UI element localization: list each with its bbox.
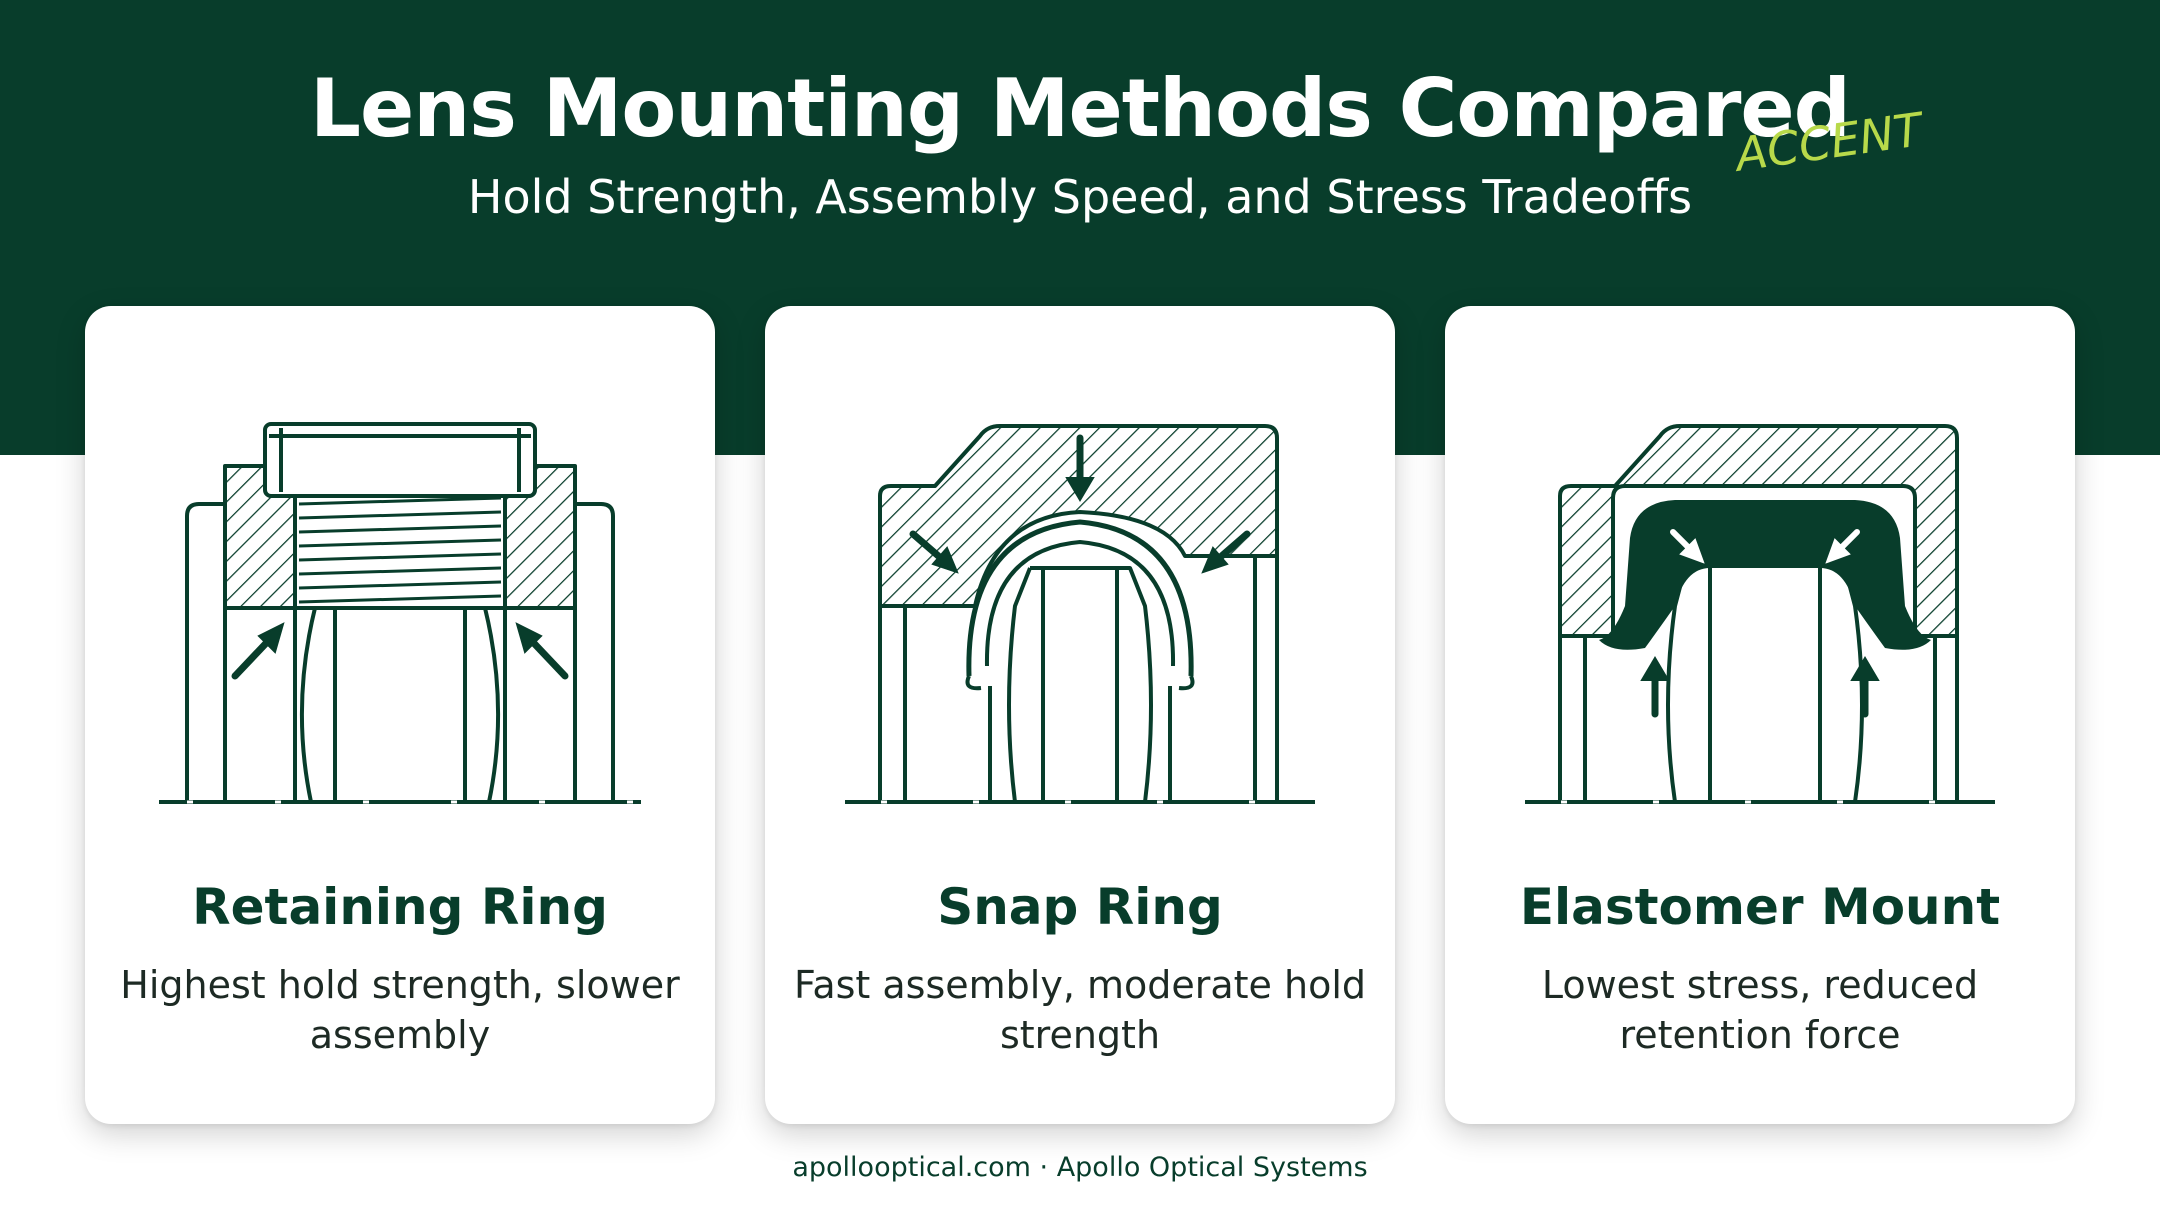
card-title: Elastomer Mount (1519, 878, 2001, 936)
card-elastomer-mount: Elastomer Mount Lowest stress, reduced r… (1445, 306, 2075, 1124)
card-description: Highest hold strength, slower assembly (120, 963, 680, 1057)
card-snap-ring: Snap Ring Fast assembly, moderate hold s… (765, 306, 1395, 1124)
retaining-ring-cross-section-icon (159, 422, 641, 804)
card-description: Fast assembly, moderate hold strength (793, 963, 1367, 1057)
card-title: Snap Ring (937, 878, 1223, 936)
card-retaining-ring: Retaining Ring Highest hold strength, sl… (85, 306, 715, 1124)
card-description: Lowest stress, reduced retention force (1541, 963, 1979, 1057)
snap-ring-cross-section-icon (845, 424, 1315, 804)
card-title: Retaining Ring (192, 878, 608, 936)
page-subtitle: Hold Strength, Assembly Speed, and Stres… (467, 170, 1693, 224)
page-title: Lens Mounting Methods Compared (310, 62, 1851, 155)
footer-text: apollooptical.com · Apollo Optical Syste… (792, 1152, 1368, 1183)
elastomer-mount-cross-section-icon (1525, 424, 1995, 804)
